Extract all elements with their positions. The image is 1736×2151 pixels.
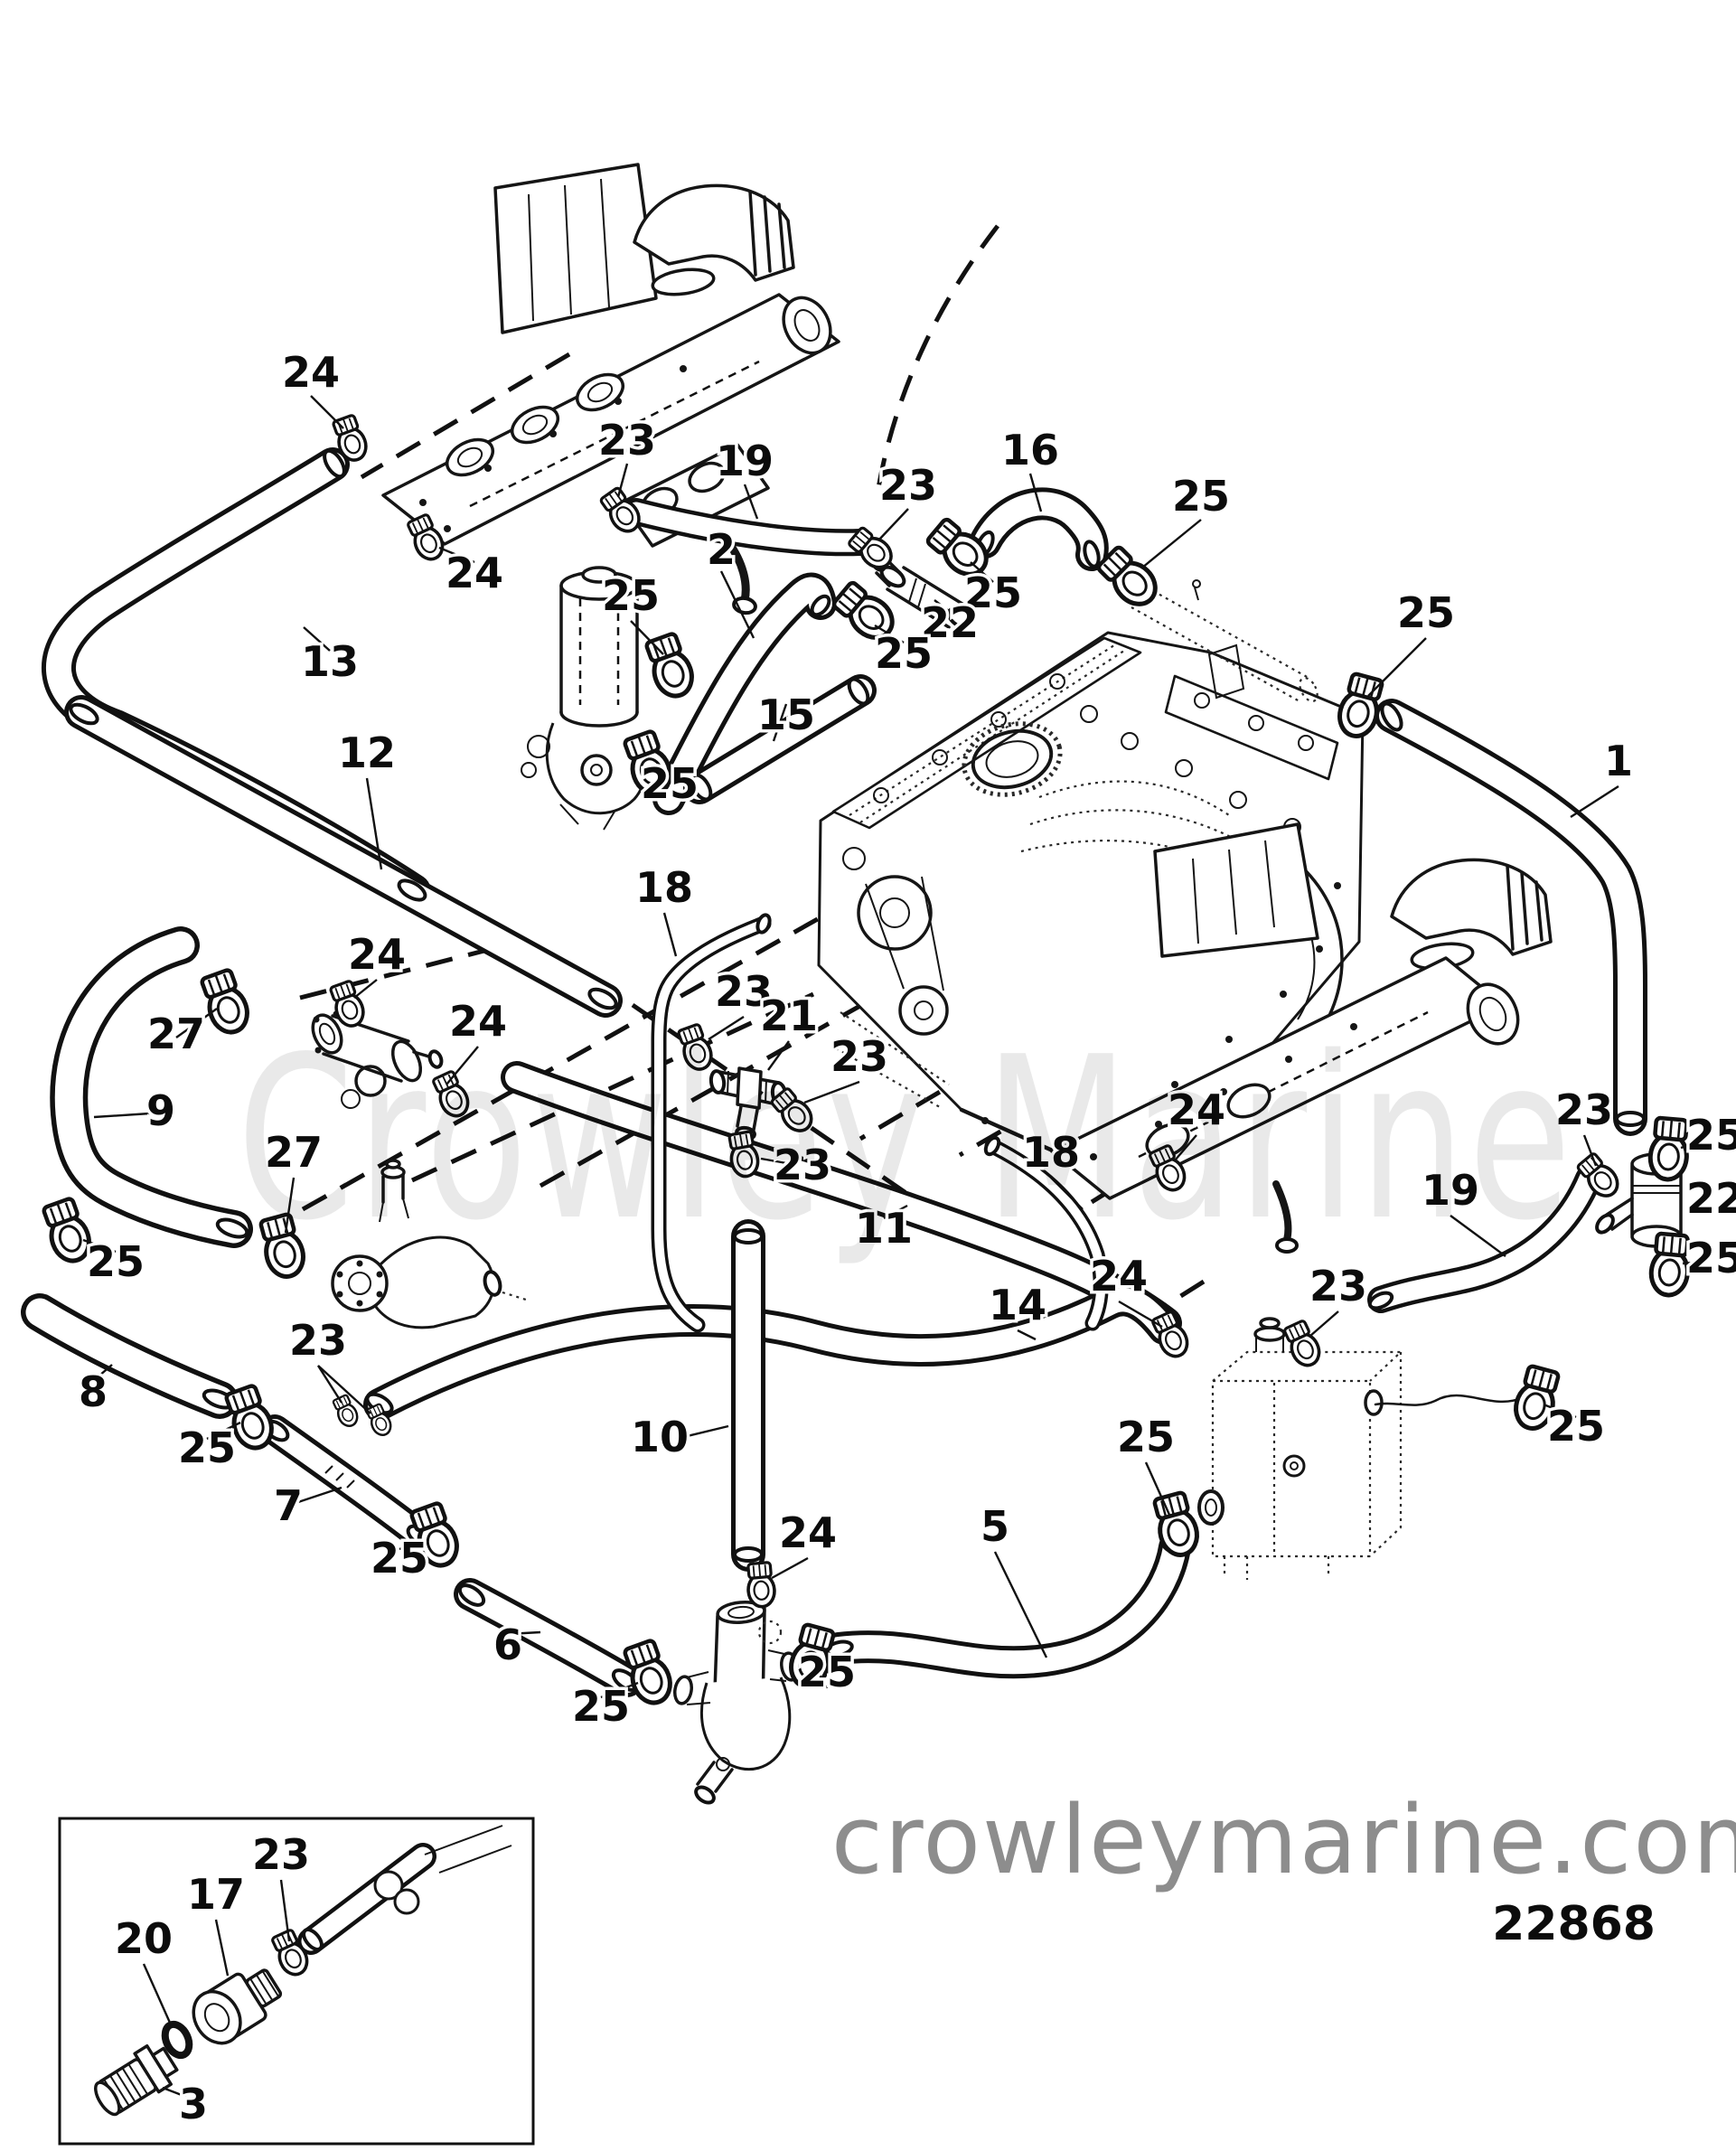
callout-23: 23 (289, 1316, 347, 1365)
callout-14: 14 (989, 1281, 1046, 1329)
callout-7: 7 (274, 1481, 303, 1530)
callout-9: 9 (146, 1086, 175, 1135)
leader-lines (82, 395, 1705, 2099)
hoses (40, 465, 1630, 1681)
callout-23: 23 (774, 1141, 831, 1189)
callout-12: 12 (338, 728, 396, 777)
callout-2: 2 (707, 525, 736, 574)
callout-24: 24 (449, 997, 507, 1046)
water-log-fitting (1131, 579, 1318, 703)
callout-25: 25 (1686, 1234, 1736, 1282)
callout-27: 27 (147, 1010, 205, 1058)
callout-25: 25 (602, 571, 660, 620)
callout-6: 6 (493, 1620, 522, 1669)
callout-11: 11 (855, 1204, 913, 1253)
inset-detail-box (58, 1817, 535, 2146)
callout-22: 22 (1686, 1174, 1736, 1223)
callout-27: 27 (265, 1128, 323, 1177)
callout-24: 24 (779, 1508, 837, 1557)
callout-labels: 24 23 19 16 23 25 2 25 22 25 24 25 13 25… (75, 345, 1736, 2132)
thermostat-housing (673, 1601, 800, 1805)
circulating-water-pump (331, 1159, 527, 1329)
callout-23: 23 (879, 461, 937, 510)
callout-25: 25 (641, 759, 699, 808)
starboard-exhaust-manifold (1050, 822, 1553, 1254)
hose-open-ends (69, 448, 1646, 1692)
callout-25: 25 (964, 568, 1022, 617)
callout-19: 19 (716, 437, 774, 485)
heat-exchanger (1197, 1317, 1525, 1580)
callout-25: 25 (875, 629, 933, 678)
callout-1: 1 (1604, 737, 1633, 785)
callout-23: 23 (252, 1830, 310, 1879)
drawing-number: 22868 (1492, 1897, 1656, 1951)
callout-25: 25 (1547, 1402, 1605, 1451)
callout-3: 3 (179, 2080, 208, 2128)
callout-8: 8 (79, 1367, 108, 1416)
threaded-fitting-3 (94, 2043, 179, 2117)
o-ring-20 (161, 2020, 193, 2060)
callout-17: 17 (187, 1870, 245, 1919)
callout-25: 25 (1172, 472, 1230, 521)
callout-23: 23 (1309, 1262, 1367, 1310)
callout-25: 25 (1117, 1413, 1175, 1461)
callout-25: 25 (1397, 588, 1455, 637)
callout-24: 24 (282, 348, 340, 397)
callout-21: 21 (760, 991, 818, 1040)
engine-block (817, 631, 1365, 1174)
callout-23: 23 (830, 1032, 888, 1081)
callout-13: 13 (301, 637, 359, 686)
callout-15: 15 (757, 690, 815, 739)
callout-24: 24 (446, 549, 503, 597)
callout-25: 25 (798, 1648, 856, 1696)
connector-22-top (870, 556, 973, 630)
callout-24: 24 (348, 930, 406, 979)
callout-25: 25 (371, 1534, 428, 1583)
callout-25: 25 (572, 1682, 630, 1731)
callout-23: 23 (715, 967, 773, 1016)
callout-25: 25 (87, 1237, 145, 1286)
callout-24: 24 (1090, 1252, 1148, 1301)
watermark-text: Crowley Marine (237, 1010, 1574, 1270)
callout-22: 22 (921, 598, 979, 647)
quick-connect-fitting-17 (192, 1968, 283, 2045)
callout-18: 18 (1022, 1128, 1080, 1177)
callout-23: 23 (1555, 1085, 1613, 1134)
callout-25: 25 (1686, 1111, 1736, 1160)
callout-19: 19 (1422, 1166, 1479, 1215)
footer-site-text: crowleymarine.com (831, 1785, 1736, 1895)
callout-5: 5 (981, 1502, 1009, 1551)
callout-20: 20 (115, 1914, 173, 1963)
callout-16: 16 (1001, 426, 1059, 474)
callout-24: 24 (1168, 1085, 1225, 1134)
callout-10: 10 (631, 1413, 689, 1461)
callout-25: 25 (178, 1423, 236, 1472)
port-exhaust-manifold (381, 163, 840, 615)
filter-pump-assembly (521, 566, 647, 831)
callout-23: 23 (598, 416, 656, 465)
callout-18: 18 (635, 863, 693, 912)
